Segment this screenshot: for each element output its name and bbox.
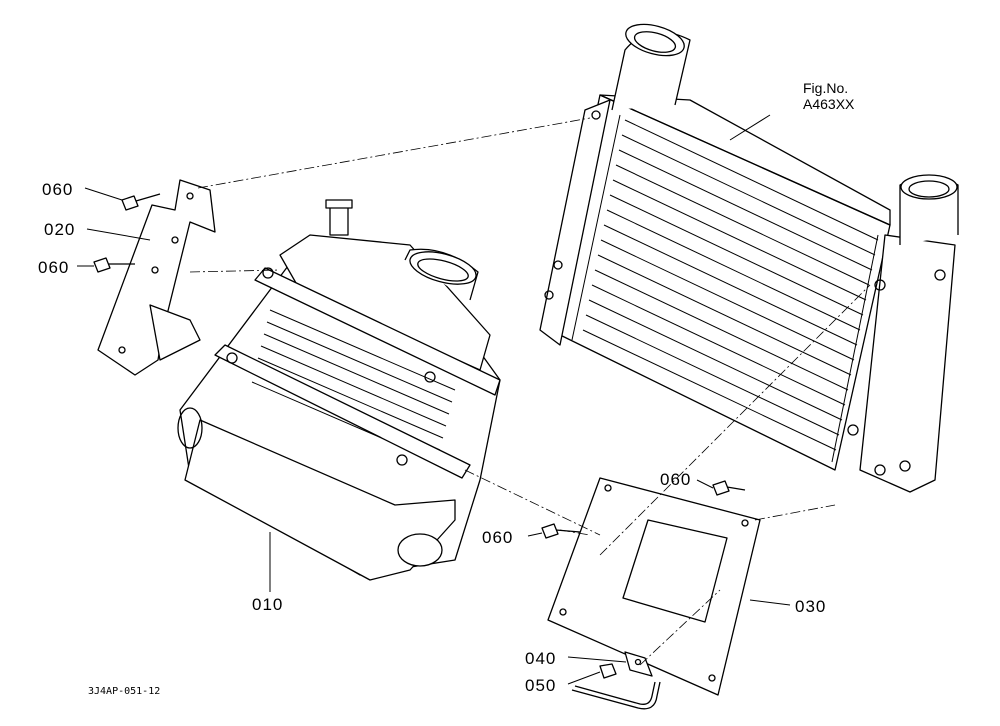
- drawing-code: 3J4AP-051-12: [88, 686, 161, 697]
- phantom-lines: [189, 117, 871, 666]
- callout-060-d: 060: [660, 470, 692, 489]
- callout-020: 020: [44, 220, 76, 239]
- figure-number: Fig.No. A463XX: [803, 80, 854, 112]
- leader-lines: [77, 114, 791, 685]
- bracket-020: [97, 179, 216, 376]
- bolt-060-c: [541, 523, 581, 539]
- callout-060-a: 060: [42, 180, 74, 199]
- bracket-030: [547, 477, 761, 696]
- clamp-040: [624, 651, 653, 677]
- callout-060-c: 060: [482, 528, 514, 547]
- intercooler: [539, 23, 959, 493]
- figure-number-value: A463XX: [803, 96, 855, 113]
- callout-040: 040: [525, 649, 557, 668]
- bolt-060-b: [93, 257, 135, 273]
- callout-050: 050: [525, 676, 557, 695]
- intercooler-fins: [582, 119, 879, 451]
- bolt-060-a: [121, 193, 161, 211]
- callout-030: 030: [795, 597, 827, 616]
- callout-010: 010: [252, 595, 284, 614]
- bolt-060-d: [712, 480, 746, 496]
- nut-050: [599, 663, 617, 679]
- figure-number-label: Fig.No.: [803, 80, 849, 96]
- callout-060-b: 060: [38, 258, 70, 277]
- pin-050: [571, 681, 661, 710]
- radiator-assembly: [177, 199, 501, 581]
